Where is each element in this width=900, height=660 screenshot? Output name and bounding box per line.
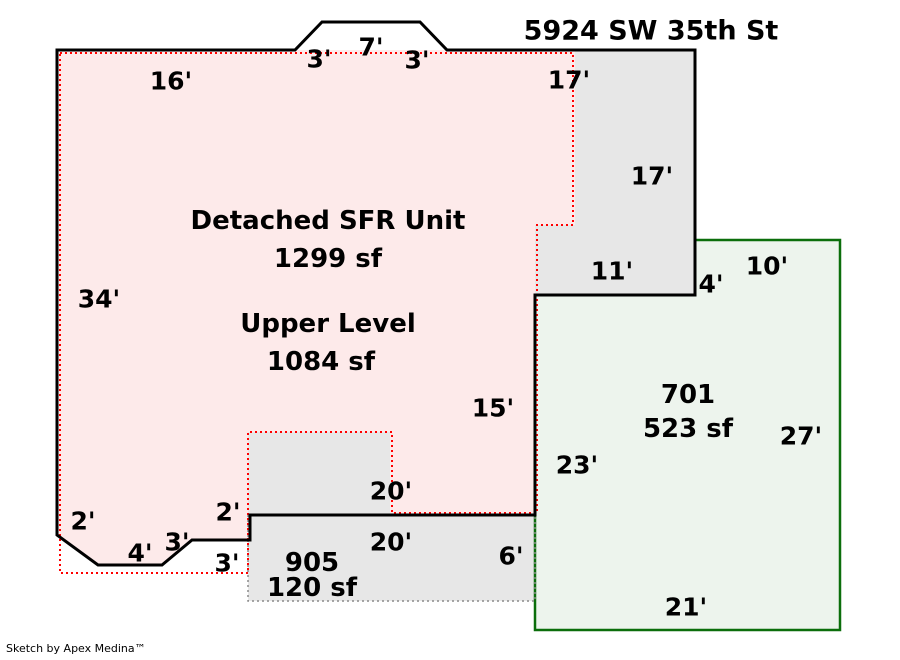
area-label: 1084 sf xyxy=(267,347,376,377)
dimension-label: 27' xyxy=(780,422,822,451)
porch-outline xyxy=(247,515,536,602)
dimension-label: 4' xyxy=(698,270,723,299)
dimension-label: 23' xyxy=(556,451,598,480)
dimension-label: 34' xyxy=(78,285,120,314)
area-label: 905 xyxy=(285,548,339,578)
main-structure-outline xyxy=(55,20,697,567)
dimension-label: 10' xyxy=(746,252,788,281)
dimension-label: 7' xyxy=(358,33,383,62)
area-label: 523 sf xyxy=(643,414,734,444)
dimension-label: 3' xyxy=(164,528,189,557)
area-label: Upper Level xyxy=(240,309,416,339)
dimension-label: 20' xyxy=(370,528,412,557)
dimension-label: 17' xyxy=(548,66,590,95)
area-label: Detached SFR Unit xyxy=(191,206,466,236)
upper-level-region xyxy=(57,50,575,565)
area-labels: Detached SFR Unit 1299 sf Upper Level 1084 … xyxy=(191,206,734,603)
sketch-credit: Sketch by Apex Medina™ xyxy=(6,642,146,655)
dimension-label: 2' xyxy=(215,498,240,527)
dimension-label: 4' xyxy=(127,539,152,568)
dimension-label: 20' xyxy=(370,477,412,506)
dimension-label: 3' xyxy=(214,549,239,578)
street-address: 5924 SW 35th St xyxy=(524,16,779,47)
dimension-label: 6' xyxy=(498,542,523,571)
dimension-label: 17' xyxy=(631,162,673,191)
dimension-label: 3' xyxy=(404,46,429,75)
dimension-label: 21' xyxy=(665,593,707,622)
area-label: 701 xyxy=(661,380,715,410)
dimension-label: 11' xyxy=(591,257,633,286)
area-label: 1299 sf xyxy=(274,244,383,274)
dimension-label: 3' xyxy=(306,45,331,74)
lower-level-notch-region xyxy=(248,432,390,515)
area-label: 120 sf xyxy=(267,573,358,603)
dimension-label: 15' xyxy=(472,394,514,423)
lower-level-topright-region xyxy=(535,50,695,295)
dimension-labels: 16' 3' 7' 3' 17' 17' 11' 4' 10' 34' 15' 27' 23' 20' 20… xyxy=(70,33,822,622)
dimension-label: 16' xyxy=(150,67,192,96)
dimension-label: 2' xyxy=(70,507,95,536)
porch-905-region xyxy=(248,515,535,601)
